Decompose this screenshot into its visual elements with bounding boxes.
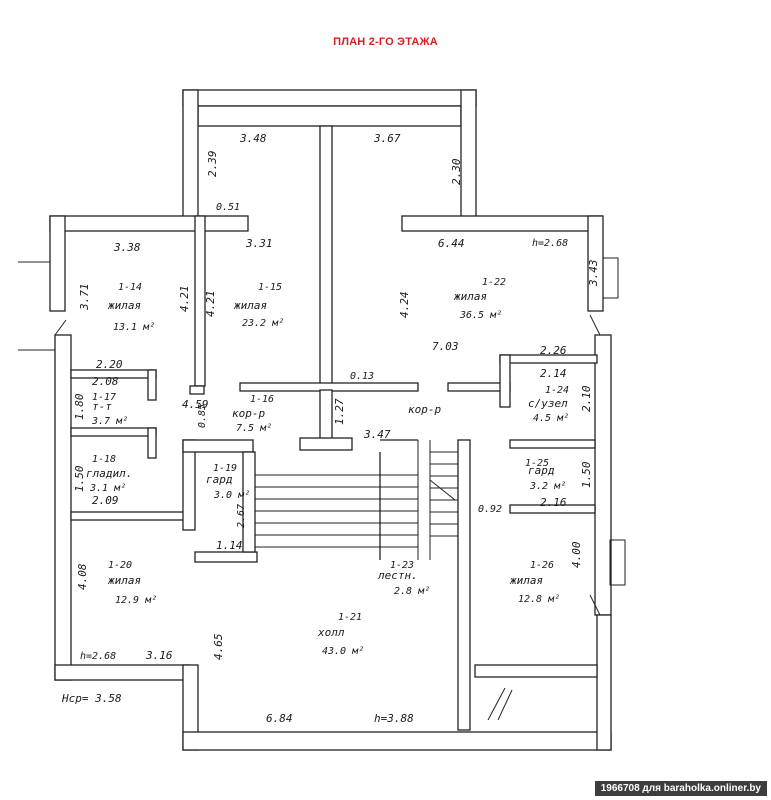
dimension-label: 2.09 [92,494,119,507]
dimension-label: 3.71 [78,284,91,312]
dimension-label: 4.21 [178,286,191,313]
room-area: 12.8 м² [518,594,560,605]
dimension-label: 2.08 [92,375,119,388]
watermark: 1966708 для baraholka.onliner.by [594,781,767,796]
dimension-label: h=3.88 [374,712,414,725]
dimension-label: 3.43 [587,260,600,288]
room-code: 1-19 [213,463,237,474]
room-area: 4.5 м² [533,413,569,424]
dimension-label: 6.44 [438,237,465,250]
dimension-label: 3.31 [245,237,273,250]
dimension-label: 2.67 [236,504,247,528]
room-name: жилая [509,574,543,587]
dimension-label: 3.48 [239,132,267,145]
room-name: гард [528,464,555,477]
dimension-label: 2.16 [540,496,567,509]
dimension-label: h=2.68 [532,238,568,249]
room-area: 43.0 м² [322,646,364,657]
dimension-label: 4.59 [182,398,209,411]
room-labels: 1-14 жилая 13.1 м² 1-15 жилая 23.2 м² 1-… [86,277,569,657]
dimension-label: 4.08 [76,563,89,590]
staircase [255,439,458,560]
dimension-label: 4.00 [570,541,583,568]
dimension-label: 4.65 [212,634,225,661]
room-name: жилая [107,574,141,587]
room-name: гладил. [86,467,132,480]
door-swings [54,314,601,721]
room-area: 36.5 м² [459,310,502,321]
room-area: 12.9 м² [115,595,157,606]
dimension-label: 1.50 [580,461,593,488]
dimension-label: 0.51 [216,202,240,213]
room-name: т-т [92,400,112,413]
room-code: 1-17 [92,392,116,403]
room-name: холл [317,626,345,639]
room-code: 1-15 [258,282,282,293]
room-area: 2.8 м² [394,586,430,597]
room-code: 1-26 [530,560,554,571]
dimension-label: 3.47 [363,428,391,441]
room-code: 1-23 [390,560,414,571]
dimension-label: 1.14 [216,539,243,552]
dimension-label: 2.39 [206,151,219,178]
room-code: 1-21 [338,612,362,623]
dimension-label: 2.30 [450,158,463,185]
room-code: 1-14 [118,282,142,293]
room-name: жилая [107,299,141,312]
room-area: 3.1 м² [89,483,126,494]
corridor-label: кор-р [408,403,441,416]
dimension-label: 0.92 [478,504,502,515]
interior-walls [70,125,598,731]
dimension-label: h=2.68 [80,651,116,662]
room-name: гард [206,473,233,486]
dimension-label: 2.26 [540,344,567,357]
room-name: лестн. [377,569,418,582]
plan-title: ПЛАН 2-ГО ЭТАЖА [333,36,438,48]
dimension-label: 4.21 [204,291,217,318]
room-area: 23.2 м² [242,318,284,329]
room-code: 1-18 [92,454,116,465]
dimension-label: 6.84 [266,712,293,725]
room-name: жилая [233,299,267,312]
room-name: жилая [453,290,487,303]
dimension-label: 1.50 [73,465,86,492]
room-area: 3.7 м² [91,416,128,427]
dimension-label: 4.24 [398,292,411,319]
dimension-label: 2.20 [96,358,123,371]
room-code: 1-25 [525,458,549,469]
dimension-label: 2.10 [580,385,593,412]
room-code: 1-24 [545,385,569,396]
room-area: 7.5 м² [236,423,272,434]
dimension-label: 7.03 [432,340,459,353]
room-name: с/узел [528,397,568,410]
dimensions: 3.48 3.67 2.39 2.30 0.51 3.38 3.31 6.44 … [61,132,600,725]
room-code: 1-20 [108,560,132,571]
room-code: 1-16 [250,394,274,405]
dimension-label: 0.85 [197,404,208,428]
dimension-label: 1.27 [333,398,346,425]
dimension-label: 1.80 [73,393,86,420]
exterior-walls [18,89,626,751]
room-area: 3.2 м² [529,481,566,492]
dimension-label: 3.67 [373,132,401,145]
room-name: кор-р [232,407,265,420]
dimension-label: 0.13 [350,371,374,382]
dimension-label: 2.14 [540,367,567,380]
dimension-label: 3.38 [113,241,141,254]
dimension-label: 3.16 [145,649,173,662]
dimension-label: Hср= 3.58 [61,692,122,705]
room-area: 13.1 м² [113,322,155,333]
room-area: 3.0 м² [213,490,250,501]
room-code: 1-22 [482,277,506,288]
